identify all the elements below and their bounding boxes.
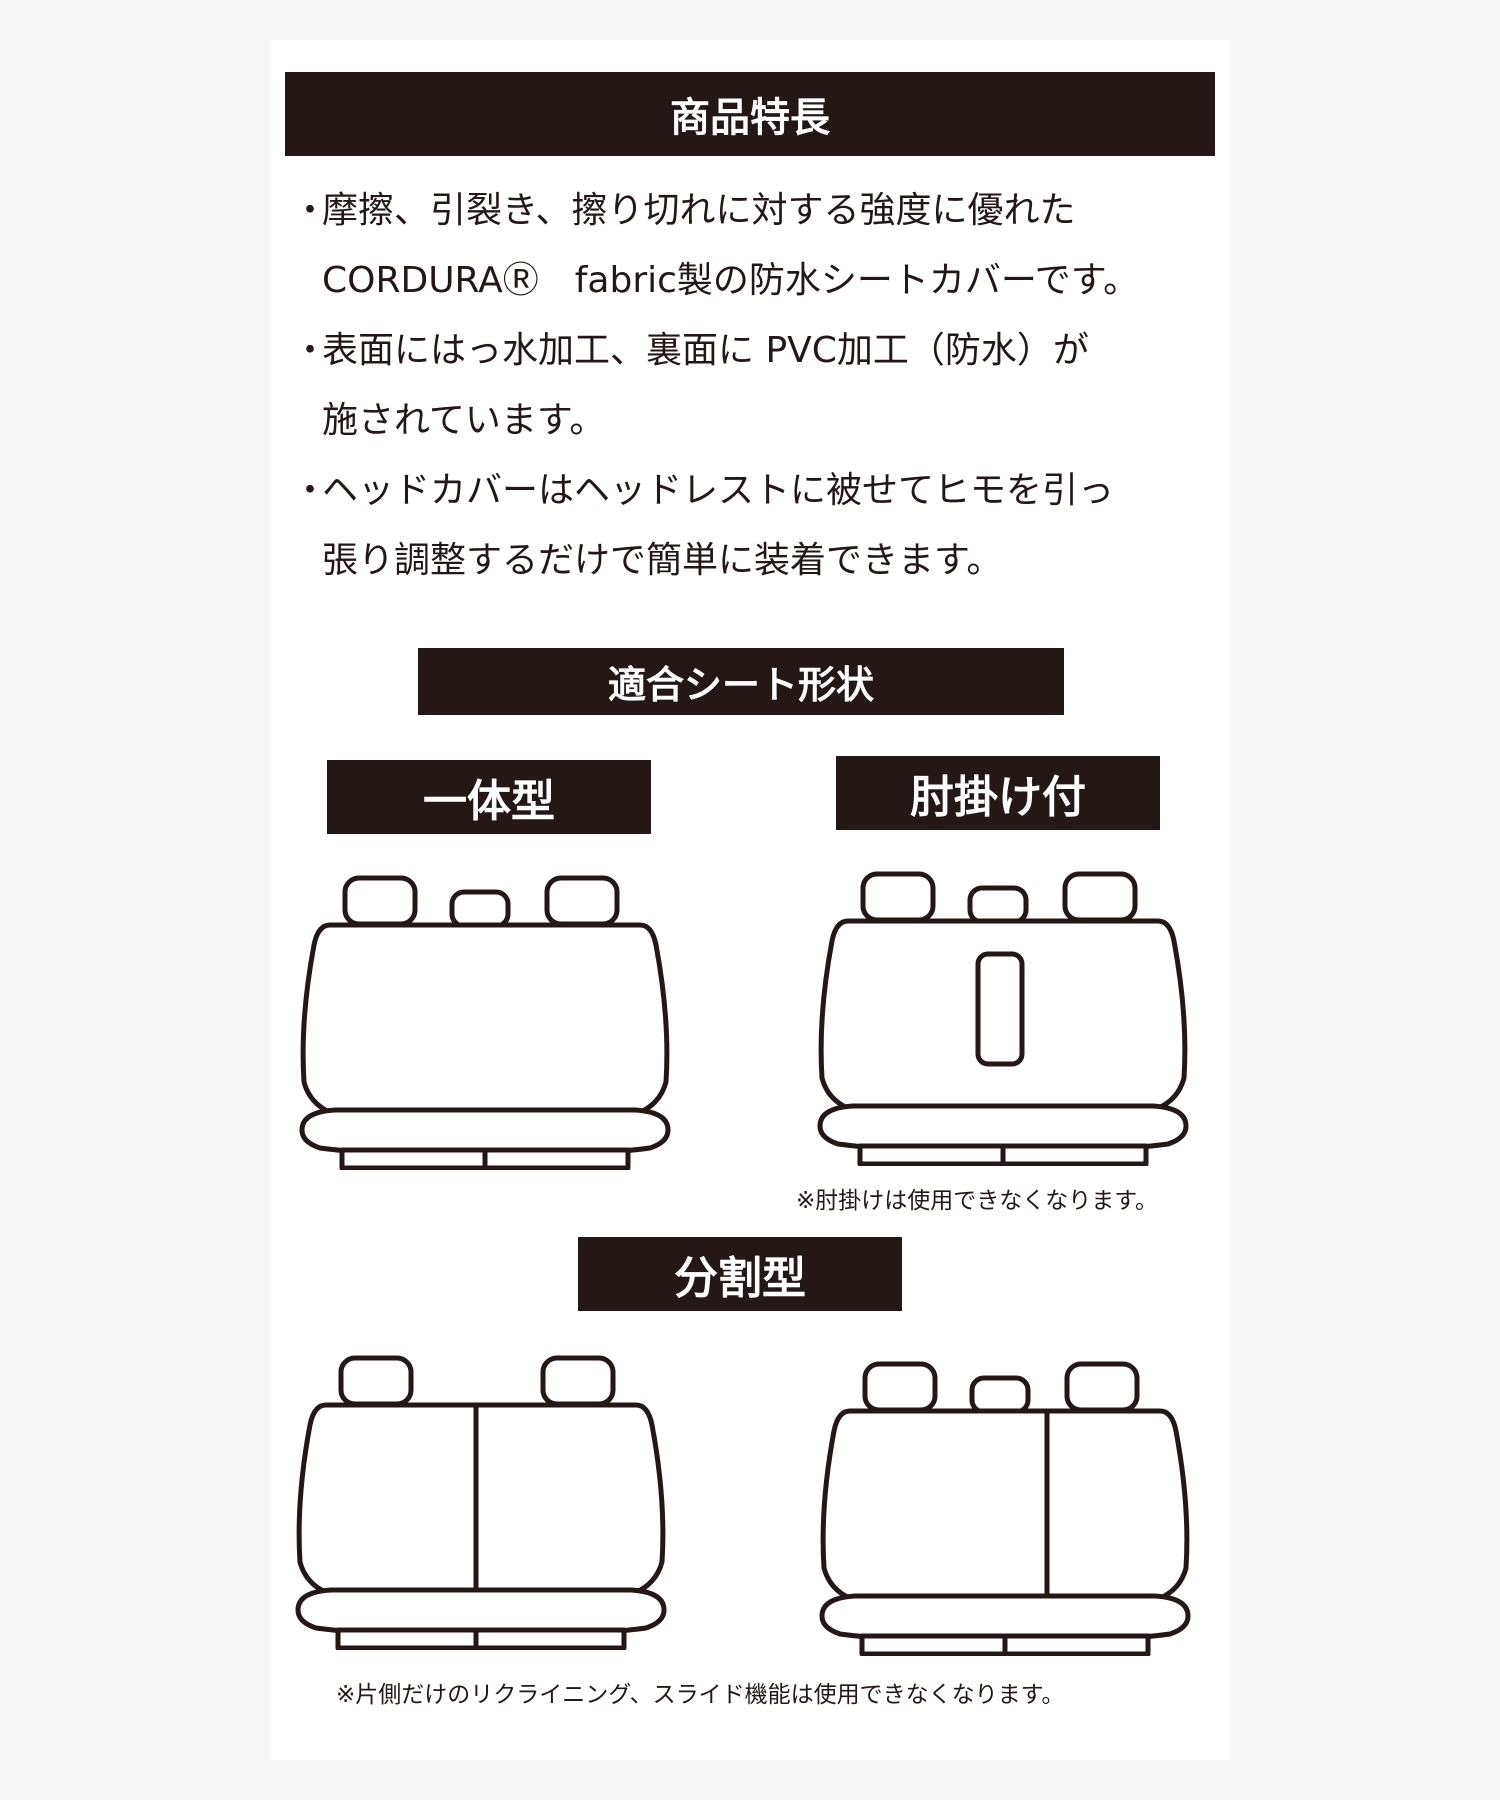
features-heading: 商品特長 xyxy=(285,72,1215,156)
headrest-right xyxy=(544,875,620,927)
seat-shapes-heading: 適合シート形状 xyxy=(418,648,1064,715)
feature-item: ・ 表面にはっ水加工、裏面に PVC加工（防水）が 施されています。 xyxy=(292,316,1222,456)
split-seat-illustration-three-headrests xyxy=(819,1361,1191,1656)
split-seat-illustration-two-headrests xyxy=(295,1355,667,1650)
features-list: ・ 摩擦、引裂き、擦り切れに対する強度に優れた CORDURAⓇ fabric製… xyxy=(292,176,1222,596)
split-note: ※片側だけのリクライニング、スライド機能は使用できなくなります。 xyxy=(336,1682,1065,1708)
backrest xyxy=(820,1408,1190,1607)
armrest xyxy=(975,951,1025,1067)
headrest-left xyxy=(862,1361,938,1413)
armrest-seat-label-text: 肘掛け付 xyxy=(910,772,1086,823)
seat-base xyxy=(335,1627,627,1650)
headrest-left xyxy=(338,1355,414,1407)
headrest-center xyxy=(969,1375,1031,1415)
backrest xyxy=(300,922,670,1121)
bench-seat-label: 一体型 xyxy=(327,760,651,834)
headrest-left xyxy=(860,871,936,923)
split-seat-label-text: 分割型 xyxy=(674,1253,806,1304)
headrest-center xyxy=(967,885,1029,925)
headrest-right xyxy=(540,1355,616,1407)
seat-shapes-heading-text: 適合シート形状 xyxy=(607,663,874,707)
feature-text: 摩擦、引裂き、擦り切れに対する強度に優れた CORDURAⓇ fabric製の防… xyxy=(322,190,1140,301)
bullet: ・ xyxy=(292,190,329,231)
headrest-right xyxy=(1062,871,1138,923)
bullet: ・ xyxy=(292,470,329,511)
split-seat-label: 分割型 xyxy=(578,1237,902,1311)
features-heading-text: 商品特長 xyxy=(670,95,830,141)
feature-text: 表面にはっ水加工、裏面に PVC加工（防水）が 施されています。 xyxy=(322,330,1089,441)
backrest xyxy=(296,1402,666,1601)
feature-item: ・ 摩擦、引裂き、擦り切れに対する強度に優れた CORDURAⓇ fabric製… xyxy=(292,176,1222,316)
armrest-note: ※肘掛けは使用できなくなります。 xyxy=(796,1188,1158,1214)
bench-seat-label-text: 一体型 xyxy=(423,776,555,827)
bullet: ・ xyxy=(292,330,329,371)
bench-seat-illustration xyxy=(299,875,671,1170)
armrest-seat-illustration xyxy=(817,871,1189,1166)
feature-item: ・ ヘッドカバーはヘッドレストに被せてヒモを引っ 張り調整するだけで簡単に装着で… xyxy=(292,456,1222,596)
headrest-right xyxy=(1064,1361,1140,1413)
headrest-center xyxy=(449,889,511,929)
armrest-seat-label: 肘掛け付 xyxy=(836,756,1160,830)
headrest-left xyxy=(342,875,418,927)
feature-text: ヘッドカバーはヘッドレストに被せてヒモを引っ 張り調整するだけで簡単に装着できま… xyxy=(322,470,1115,581)
